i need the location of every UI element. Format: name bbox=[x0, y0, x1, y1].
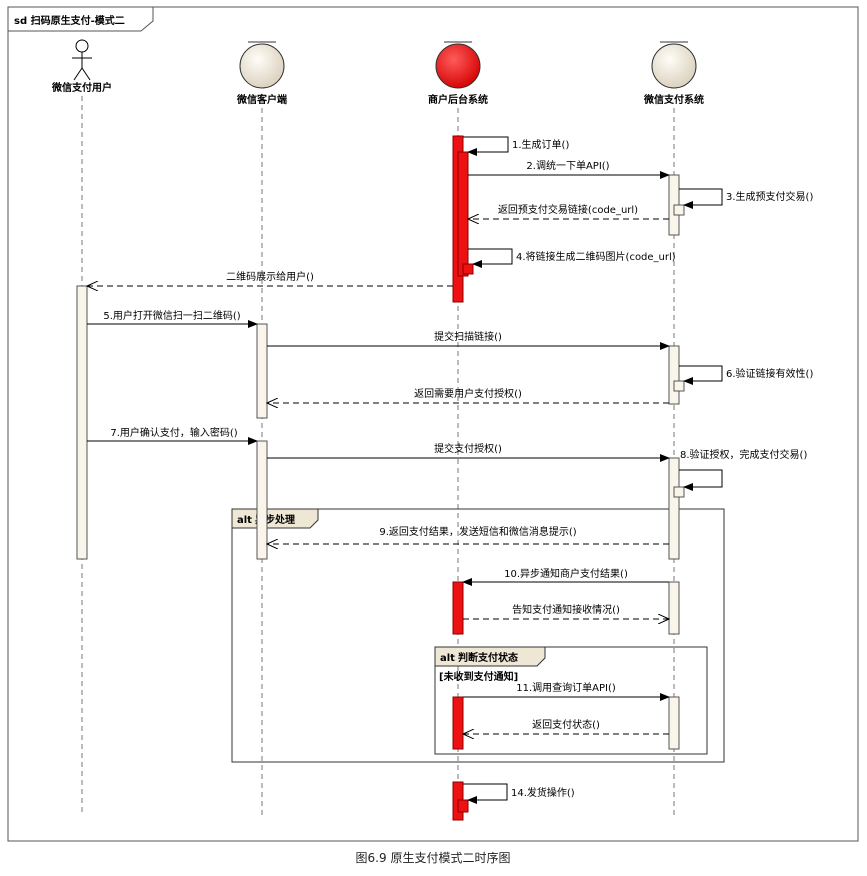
activation-merchant-1b bbox=[457, 151, 469, 277]
activation-merchant-2 bbox=[452, 581, 464, 635]
participant-client: 微信客户端 bbox=[236, 41, 287, 106]
participant-wxpay: 微信支付系统 bbox=[643, 41, 704, 106]
msg-return-4: 告知支付通知接收情况() bbox=[463, 603, 669, 619]
fragment-status: alt 判断支付状态 [未收到支付通知] bbox=[434, 646, 708, 755]
msg-return-2: 二维码展示给用户() bbox=[87, 270, 453, 286]
msg-return-5: 返回支付状态() bbox=[463, 718, 669, 734]
frame-title-tab bbox=[7, 6, 154, 32]
msg-return-2-label: 二维码展示给用户() bbox=[226, 270, 314, 283]
msg-6: 6.验证链接有效性() bbox=[679, 365, 813, 385]
msg-return-4-label: 告知支付通知接收情况() bbox=[512, 603, 620, 616]
activation-client-1 bbox=[256, 323, 268, 419]
msg-4: 4.将链接生成二维码图片(code_url) bbox=[468, 248, 676, 268]
msg-8: 8.验证授权，完成支付交易() bbox=[679, 448, 807, 491]
msg-return-1-label: 返回预支付交易链接(code_url) bbox=[498, 203, 638, 216]
msg-4-label: 4.将链接生成二维码图片(code_url) bbox=[516, 250, 676, 263]
msg-submit-scan-label: 提交扫描链接() bbox=[434, 330, 502, 343]
msg-return-3: 返回需要用户支付授权() bbox=[267, 387, 669, 403]
activation-wxpay-4 bbox=[668, 581, 680, 635]
participant-user-label: 微信支付用户 bbox=[51, 81, 112, 94]
activation-user bbox=[76, 285, 88, 560]
activation-merchant-4b bbox=[457, 799, 469, 813]
participant-user: 微信支付用户 bbox=[51, 39, 112, 94]
msg-5: 5.用户打开微信扫一扫二维码() bbox=[87, 309, 258, 328]
participant-merchant: 商户后台系统 bbox=[428, 41, 488, 106]
frame-title: sd 扫码原生支付-模式二 bbox=[14, 14, 125, 27]
activation-wxpay-5 bbox=[668, 696, 680, 750]
msg-11-label: 11.调用查询订单API() bbox=[516, 681, 616, 694]
msg-2-label: 2.调统一下单API() bbox=[526, 159, 609, 172]
msg-7-label: 7.用户确认支付，输入密码() bbox=[110, 426, 237, 439]
msg-9: 9.返回支付结果，发送短信和微信消息提示() bbox=[267, 525, 669, 544]
figure-caption: 图6.9 原生支付模式二时序图 bbox=[356, 850, 511, 865]
diagram-frame bbox=[7, 6, 859, 842]
msg-14: 14.发货操作() bbox=[463, 783, 575, 804]
msg-8-label: 8.验证授权，完成支付交易() bbox=[680, 448, 807, 461]
activation-wxpay-3 bbox=[668, 457, 680, 560]
participant-wxpay-label: 微信支付系统 bbox=[643, 93, 704, 106]
msg-1-label: 1.生成订单() bbox=[512, 138, 569, 151]
msg-9-label: 9.返回支付结果，发送短信和微信消息提示() bbox=[379, 525, 576, 538]
activation-client-2 bbox=[256, 440, 268, 560]
msg-14-label: 14.发货操作() bbox=[511, 786, 575, 799]
activations bbox=[76, 135, 685, 821]
participant-client-label: 微信客户端 bbox=[236, 93, 287, 106]
activation-wxpay-2b bbox=[673, 380, 685, 392]
activation-wxpay-2 bbox=[668, 345, 680, 405]
fragment-status-label: 判断支付状态 bbox=[458, 651, 518, 664]
msg-return-3-label: 返回需要用户支付授权() bbox=[414, 387, 522, 400]
msg-return-1: 返回预支付交易链接(code_url) bbox=[468, 203, 669, 219]
msg-return-5-label: 返回支付状态() bbox=[532, 718, 600, 731]
fragment-async: alt 异步处理 bbox=[231, 508, 725, 763]
msg-submit-auth: 提交支付授权() bbox=[267, 442, 670, 462]
fragment-status-guard: [未收到支付通知] bbox=[439, 670, 518, 683]
msg-submit-scan: 提交扫描链接() bbox=[267, 330, 670, 350]
activation-merchant-1c bbox=[462, 263, 474, 275]
participant-merchant-label: 商户后台系统 bbox=[428, 93, 488, 106]
msg-6-label: 6.验证链接有效性() bbox=[726, 367, 813, 380]
msg-5-label: 5.用户打开微信扫一扫二维码() bbox=[103, 309, 240, 322]
msg-11: 11.调用查询订单API() bbox=[463, 681, 670, 701]
msg-10-label: 10.异步通知商户支付结果() bbox=[504, 567, 628, 580]
msg-3-label: 3.生成预支付交易() bbox=[726, 190, 813, 203]
msg-3: 3.生成预支付交易() bbox=[679, 188, 813, 209]
msg-7: 7.用户确认支付，输入密码() bbox=[87, 426, 258, 445]
fragment-status-operator: alt bbox=[440, 653, 455, 664]
msg-2: 2.调统一下单API() bbox=[468, 159, 670, 179]
activation-wxpay-3b bbox=[673, 486, 685, 498]
msg-10: 10.异步通知商户支付结果() bbox=[462, 567, 669, 586]
fragment-async-operator: alt bbox=[237, 515, 252, 526]
msg-submit-auth-label: 提交支付授权() bbox=[434, 442, 502, 455]
activation-merchant-3 bbox=[452, 696, 464, 750]
activation-wxpay-1b bbox=[673, 204, 685, 216]
msg-1: 1.生成订单() bbox=[463, 136, 569, 156]
